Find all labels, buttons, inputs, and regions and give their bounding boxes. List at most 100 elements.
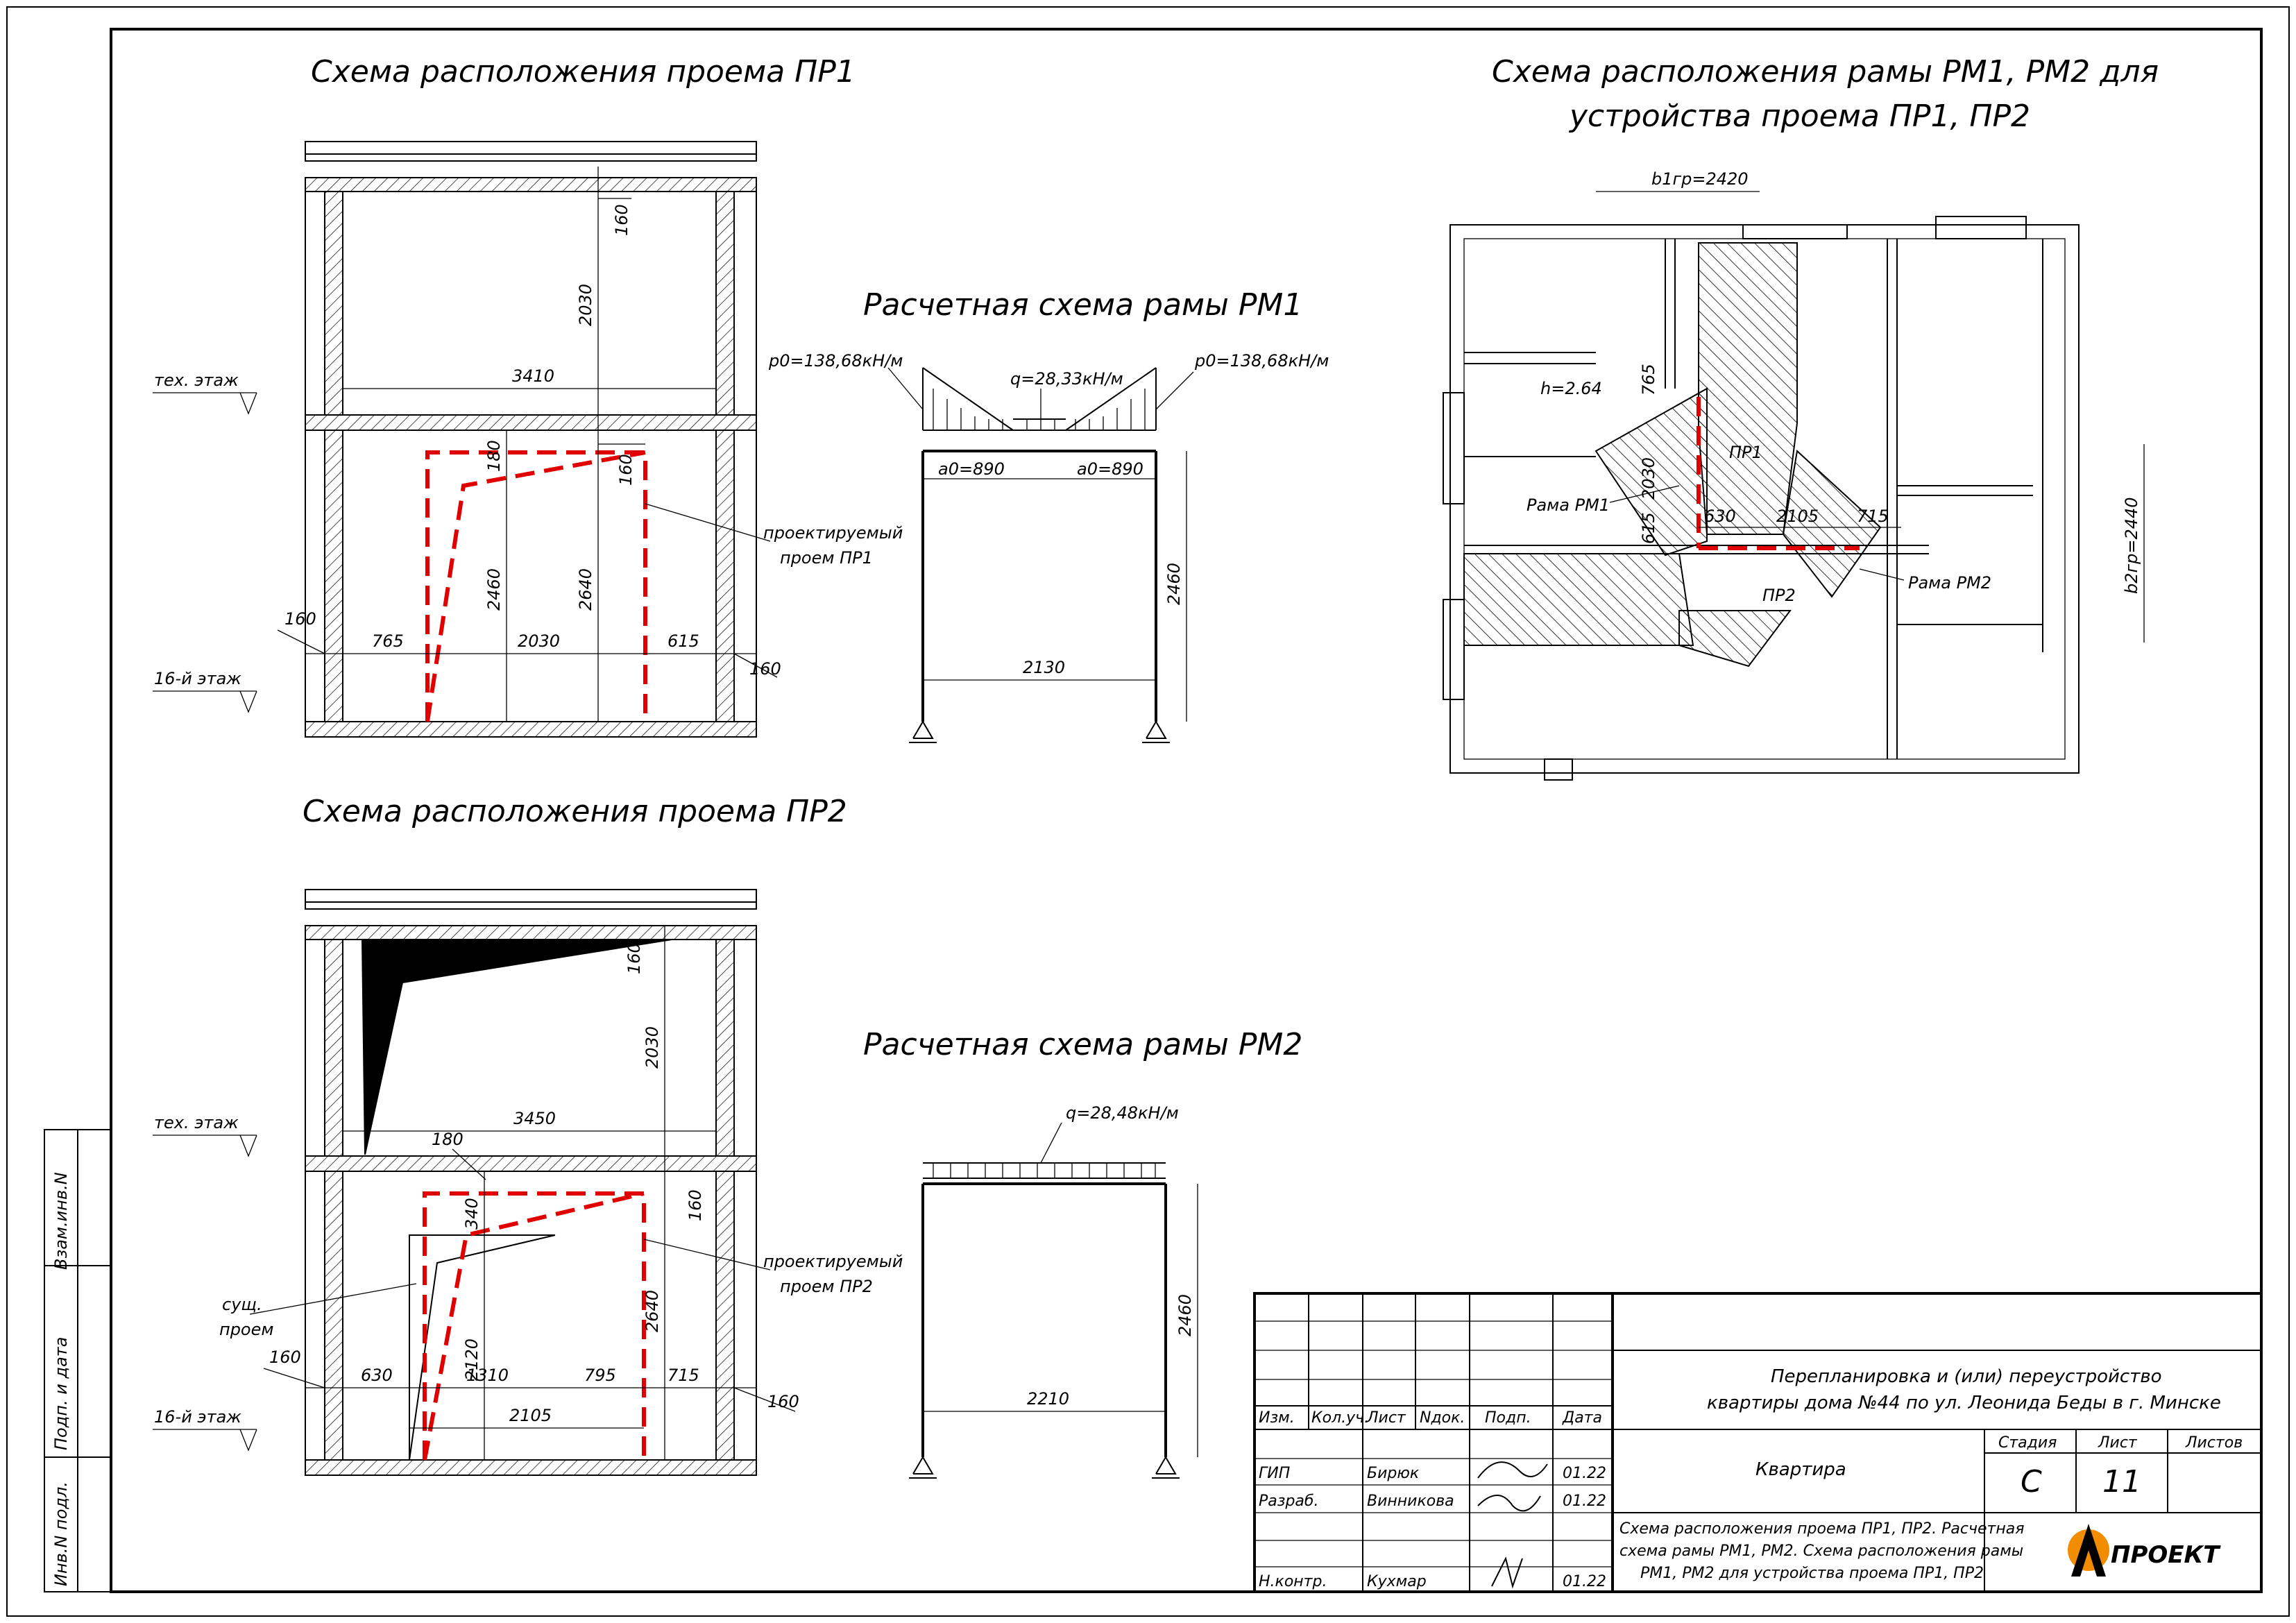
pr1-opening [425, 450, 647, 722]
pr2-d2640: 2640 [643, 1290, 662, 1332]
plan-pr2: ПР2 [1762, 586, 1796, 605]
pr2-floor-tech: тех. этаж [154, 1113, 239, 1132]
title-block: Изм. Кол.уч. Лист Nдок. Подп. Дата ГИП Б… [1253, 1292, 2263, 1593]
plan-d765: 765 [1639, 364, 1658, 396]
plan-pr1: ПР1 [1729, 443, 1762, 462]
plan-title-2: устройства проема ПР1, ПР2 [1568, 99, 2030, 134]
tb-h1: Изм. [1259, 1409, 1295, 1427]
tb-stage: С [2021, 1464, 2042, 1499]
plan-scheme: Схема расположения рамы РМ1, РМ2 для уст… [1443, 54, 2159, 781]
pr2-leader2: проем ПР2 [780, 1277, 873, 1296]
pr2-leader: проектируемый [763, 1252, 903, 1271]
plan-rama2: Рама РМ2 [1908, 573, 1991, 593]
rm1-p0-left: p0=138,68кН/м [768, 351, 903, 371]
pr2-d160b: 160 [686, 1189, 705, 1221]
side-cell-2: Подп. и дата [51, 1337, 71, 1451]
rm1-a0-right: a0=890 [1077, 459, 1143, 479]
tb-sheets-label: Листов [2185, 1434, 2243, 1452]
tb-date-2: 01.22 [1563, 1493, 1606, 1510]
pr2-d715: 715 [667, 1366, 699, 1385]
pr2-scheme: Схема расположения проема ПР2 3450 2030 … [153, 794, 903, 1476]
tb-role-1: ГИП [1259, 1465, 1290, 1482]
outer-frame [6, 6, 2290, 1617]
plan-d615: 615 [1639, 512, 1658, 544]
pr1-d2030: 2030 [576, 284, 595, 326]
rm1-span: 2130 [1023, 658, 1065, 677]
pr2-d795: 795 [584, 1366, 616, 1385]
rm1-a0-left: a0=890 [938, 459, 1005, 479]
tb-h5: Подп. [1485, 1409, 1531, 1427]
pr2-d160a: 160 [624, 942, 644, 974]
plan-b2: b2гр=2440 [2122, 497, 2141, 594]
plan-d630: 630 [1704, 507, 1736, 526]
pr2-d1310: 1310 [466, 1366, 509, 1385]
plan-d2030: 2030 [1639, 457, 1658, 500]
pr2-floor-16: 16-й этаж [154, 1407, 241, 1427]
pr2-d160d: 160 [767, 1392, 799, 1411]
pr1-d2460: 2460 [484, 568, 504, 611]
tb-sheet: 11 [2102, 1464, 2141, 1499]
pr1-d2640: 2640 [576, 568, 595, 611]
signature-1 [1477, 1461, 1548, 1479]
pr2-d3450: 3450 [513, 1109, 556, 1128]
pr1-d160c: 160 [284, 609, 316, 629]
pr1-leader: проектируемый [763, 523, 903, 543]
rm2-title: Расчетная схема рамы РМ2 [863, 1027, 1302, 1062]
tb-sheet-label: Лист [2098, 1434, 2138, 1452]
rm1-q: q=28,33кН/м [1010, 369, 1123, 389]
pr1-scheme: Схема расположения проема ПР1 3410 2030 … [153, 54, 903, 738]
tb-h2: Кол.уч. [1311, 1409, 1369, 1427]
plan-d715: 715 [1857, 507, 1889, 526]
tb-desc-3: РМ1, РМ2 для устройства проема ПР1, ПР2 [1640, 1565, 1984, 1582]
signature-2 [1477, 1495, 1541, 1512]
rm2-h: 2460 [1175, 1294, 1195, 1336]
pr1-d160b: 160 [616, 454, 636, 486]
tb-project-2: квартиры дома №44 по ул. Леонида Беды в … [1707, 1393, 2221, 1413]
pr2-d160c: 160 [269, 1348, 301, 1367]
pr1-floor-tech: тех. этаж [154, 371, 239, 390]
tb-name-1: Бирюк [1367, 1465, 1420, 1482]
tb-desc-2: схема рамы РМ1, РМ2. Схема расположения … [1619, 1543, 2023, 1560]
rm2-q: q=28,48кН/м [1066, 1103, 1179, 1123]
tb-stage-label: Стадия [1998, 1434, 2057, 1452]
plan-title-1: Схема расположения рамы РМ1, РМ2 для [1492, 54, 2159, 90]
tb-object: Квартира [1755, 1459, 1846, 1480]
rm1-scheme: Расчетная схема рамы РМ1 p0=138,68кН/м p… [768, 287, 1329, 743]
rm1-h: 2460 [1164, 563, 1184, 605]
side-stamp: Взам.инв.N Подп. и дата Инв.N подл. [44, 1129, 112, 1592]
pr2-d2105: 2105 [509, 1406, 552, 1425]
tb-name-3: Кухмар [1367, 1573, 1427, 1590]
tb-project-1: Перепланировка и (или) переустройство [1771, 1366, 2162, 1387]
tb-role-3: Н.контр. [1259, 1573, 1327, 1590]
pr1-d3410: 3410 [512, 366, 554, 386]
tb-h6: Дата [1562, 1409, 1602, 1427]
tb-h4: Nдок. [1420, 1409, 1465, 1427]
pr2-d340: 340 [462, 1198, 482, 1230]
side-cell-3: Инв.N подл. [51, 1481, 71, 1586]
pr1-d180: 180 [484, 440, 504, 472]
plan-b1: b1гр=2420 [1651, 169, 1749, 189]
pr2-d2030: 2030 [643, 1026, 662, 1069]
pr2-d630: 630 [361, 1366, 393, 1385]
rm2-scheme: Расчетная схема рамы РМ2 q=28,48кН/м 246… [863, 1027, 1302, 1479]
pr2-opening [423, 1191, 646, 1460]
pr1-floor-16: 16-й этаж [154, 669, 241, 688]
tb-date-1: 01.22 [1563, 1465, 1606, 1482]
tb-desc-1: Схема расположения проема ПР1, ПР2. Расч… [1619, 1520, 2024, 1538]
rm2-span: 2210 [1027, 1389, 1069, 1409]
pr1-d160a: 160 [612, 204, 631, 236]
tb-name-2: Винникова [1367, 1493, 1454, 1510]
pr1-d615: 615 [667, 631, 699, 651]
tb-date-3: 01.22 [1563, 1573, 1606, 1590]
pr2-d2120: 2120 [462, 1339, 482, 1381]
pr2-exist2: проем [219, 1320, 273, 1339]
side-cell-1: Взам.инв.N [51, 1172, 71, 1270]
plan-h: h=2.64 [1540, 379, 1602, 398]
pr1-leader2: проем ПР1 [780, 548, 873, 568]
plan-rama1: Рама РМ1 [1527, 495, 1610, 515]
inner-frame [110, 28, 2263, 1593]
rm1-title: Расчетная схема рамы РМ1 [863, 287, 1302, 323]
pr1-d2030b: 2030 [518, 631, 560, 651]
pr1-d160d: 160 [749, 659, 781, 679]
